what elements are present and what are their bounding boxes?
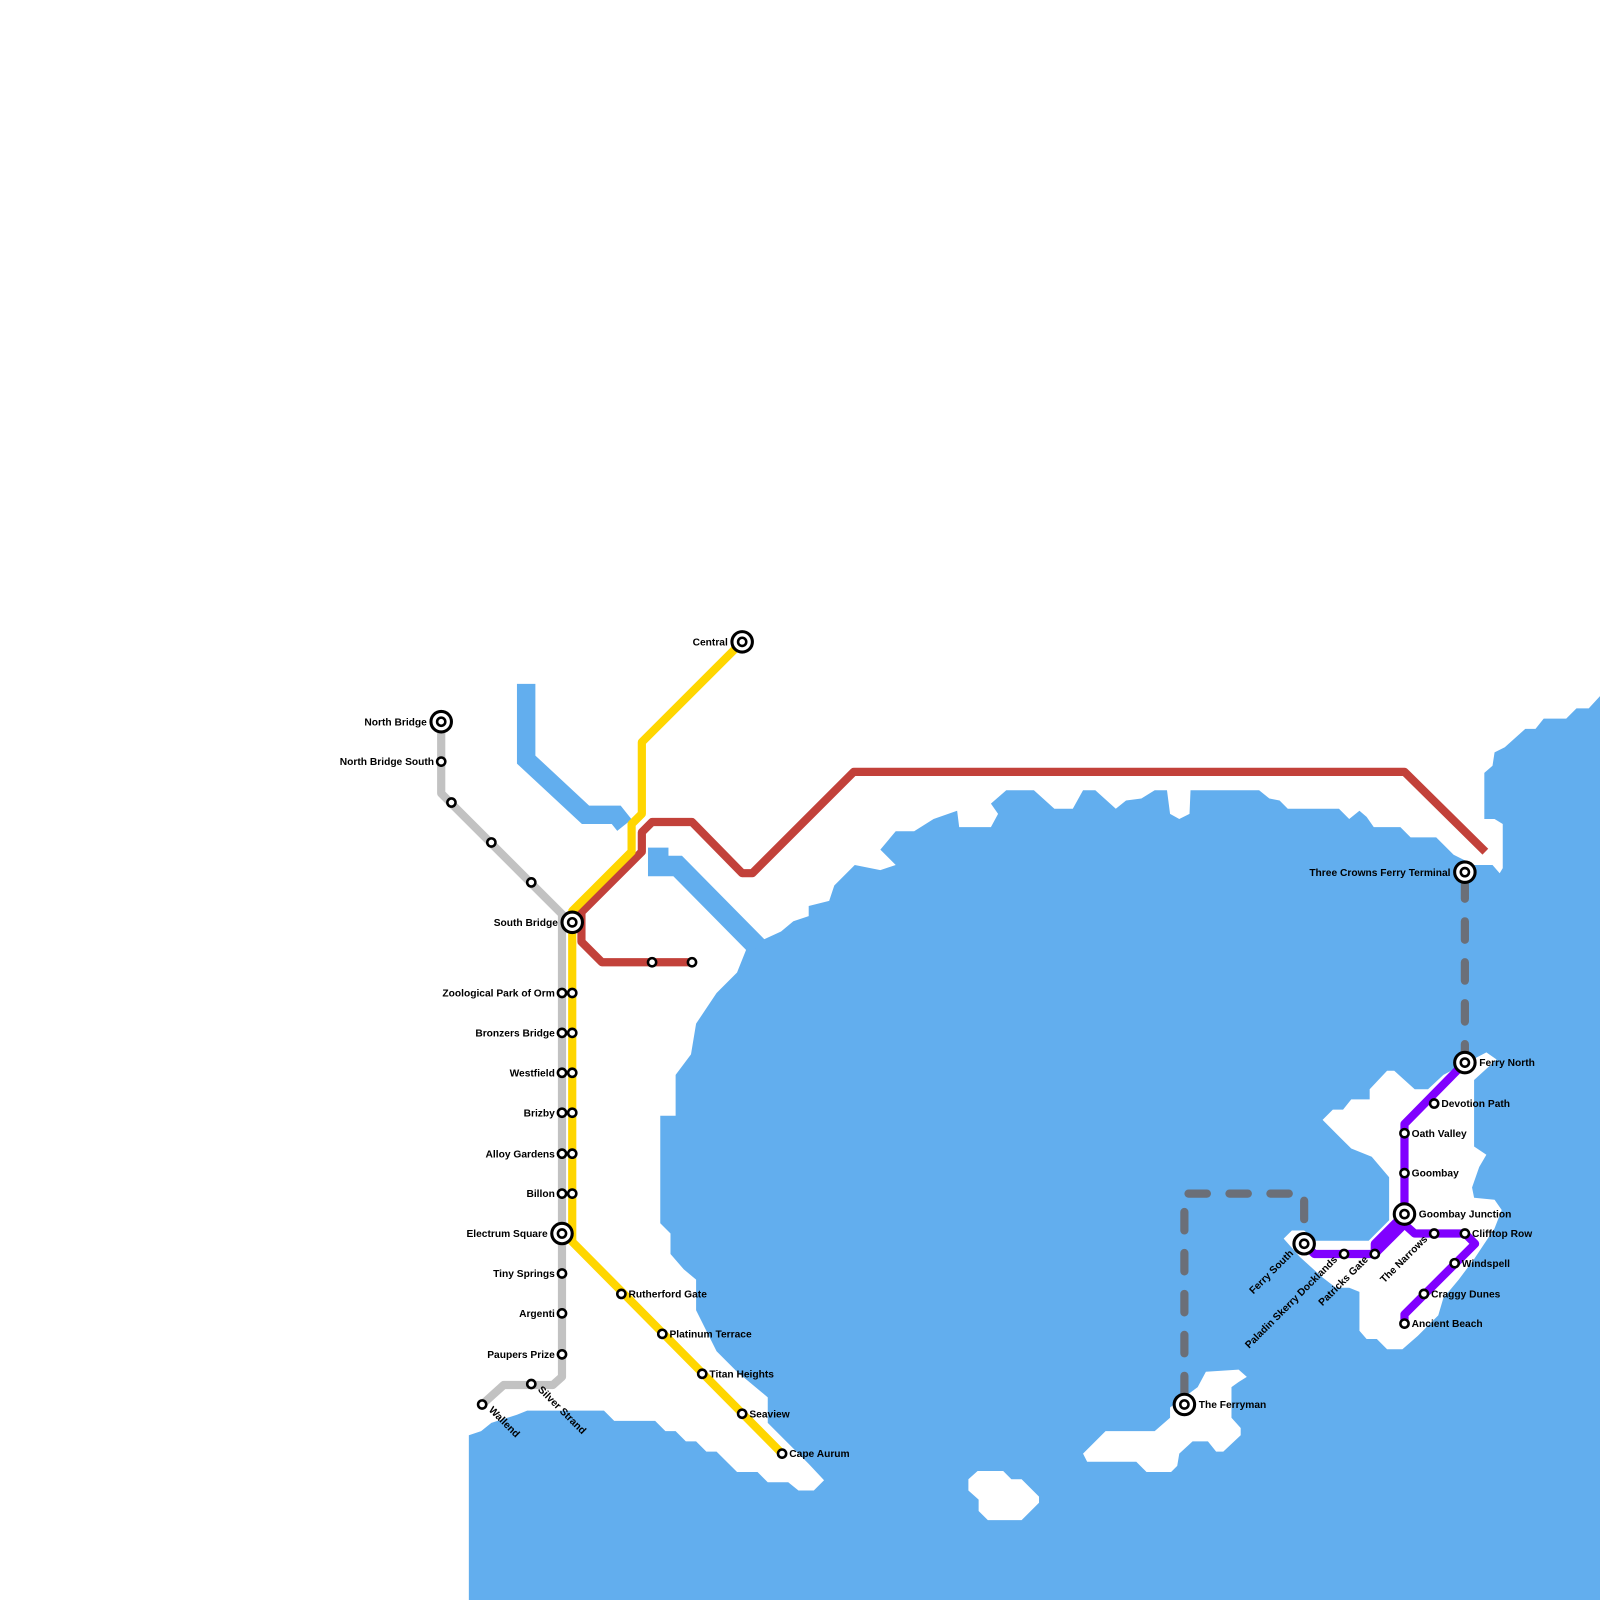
the-narrows-station-icon[interactable] — [1428, 1228, 1440, 1239]
station-label-zoological-park[interactable]: Zoological Park of Orm — [442, 989, 554, 1000]
platinum-terrace-station-icon[interactable] — [656, 1328, 668, 1340]
westfield-station-icon[interactable] — [556, 1067, 568, 1079]
stations-layer — [429, 630, 1477, 1459]
station-label-cape-aurum[interactable]: Cape Aurum — [789, 1449, 849, 1460]
station-label-goombay[interactable]: Goombay — [1412, 1169, 1459, 1180]
station-label-goombay-junction[interactable]: Goombay Junction — [1419, 1210, 1512, 1221]
ferry-north-interchange-core — [1459, 1057, 1471, 1068]
zoological-park-gold-station-icon[interactable] — [566, 987, 578, 999]
station-label-the-ferryman[interactable]: The Ferryman — [1199, 1400, 1267, 1411]
paupers-prize-station-icon[interactable] — [556, 1348, 568, 1360]
station-label-clifftop-row[interactable]: Clifftop Row — [1472, 1229, 1532, 1240]
station-label-craggy-dunes[interactable]: Craggy Dunes — [1431, 1290, 1501, 1301]
brizby-gold-station-icon[interactable] — [566, 1107, 578, 1119]
station-label-electrum-square[interactable]: Electrum Square — [466, 1229, 548, 1240]
goombay-junction-interchange-core — [1399, 1208, 1410, 1220]
three-crowns-interchange-core — [1459, 866, 1471, 878]
station-2-station-icon[interactable] — [446, 797, 457, 808]
lines-layer — [437, 638, 1489, 1457]
station-label-bronzers-bridge[interactable]: Bronzers Bridge — [475, 1028, 555, 1039]
station-label-north-bridge-south[interactable]: North Bridge South — [340, 757, 434, 768]
inlet — [647, 847, 765, 955]
station-label-titan-heights[interactable]: Titan Heights — [709, 1369, 774, 1380]
station-label-alloy-gardens[interactable]: Alloy Gardens — [486, 1149, 556, 1160]
purple-line-west — [1371, 1221, 1408, 1257]
station-label-seaview[interactable]: Seaview — [749, 1409, 789, 1420]
bronzers-bridge-station-icon[interactable] — [556, 1027, 568, 1039]
westfield-gold-station-icon[interactable] — [566, 1067, 578, 1079]
station-label-argenti[interactable]: Argenti — [519, 1309, 555, 1320]
billon-station-icon[interactable] — [556, 1188, 568, 1199]
bronzers-bridge-gold-station-icon[interactable] — [566, 1027, 578, 1039]
station-label-brizby[interactable]: Brizby — [524, 1108, 556, 1119]
alloy-gardens-gold-station-icon[interactable] — [566, 1148, 578, 1160]
island-ferryman — [1083, 1369, 1247, 1473]
station-label-ancient-beach[interactable]: Ancient Beach — [1412, 1319, 1483, 1330]
brizby-station-icon[interactable] — [556, 1107, 568, 1119]
paladin-skerry-station-icon[interactable] — [1338, 1248, 1350, 1260]
silver-line — [437, 721, 567, 1408]
titan-heights-station-icon[interactable] — [696, 1368, 708, 1380]
water-layer — [468, 683, 1600, 1600]
station-label-devotion-path[interactable]: Devotion Path — [1441, 1099, 1510, 1110]
station-label-westfield[interactable]: Westfield — [510, 1068, 555, 1079]
devotion-path-station-icon[interactable] — [1428, 1098, 1440, 1109]
the-ferryman-interchange-core — [1179, 1399, 1190, 1410]
central-interchange-core — [736, 636, 748, 648]
station-4-station-icon[interactable] — [525, 877, 537, 888]
lake-north — [516, 683, 632, 831]
ferry-line-south — [1180, 1189, 1309, 1399]
station-label-ferry-north[interactable]: Ferry North — [1479, 1058, 1535, 1069]
zoological-park-station-icon[interactable] — [556, 987, 568, 999]
gold-line — [568, 638, 785, 1457]
clifftop-row-station-icon[interactable] — [1459, 1228, 1471, 1239]
billon-gold-station-icon[interactable] — [566, 1188, 578, 1199]
ancient-beach-station-icon[interactable] — [1399, 1318, 1410, 1329]
seaview-station-icon[interactable] — [736, 1408, 748, 1420]
windspell-station-icon[interactable] — [1449, 1257, 1461, 1269]
alloy-gardens-station-icon[interactable] — [556, 1148, 568, 1160]
station-label-paupers-prize[interactable]: Paupers Prize — [487, 1350, 555, 1361]
station-label-oath-valley[interactable]: Oath Valley — [1412, 1129, 1467, 1140]
goombay-station-icon[interactable] — [1399, 1167, 1410, 1179]
station-label-three-crowns[interactable]: Three Crowns Ferry Terminal — [1309, 868, 1450, 879]
tiny-springs-station-icon[interactable] — [556, 1268, 568, 1279]
sea — [468, 696, 1600, 1600]
north-bridge-south-station-icon[interactable] — [435, 756, 447, 767]
island-small — [968, 1471, 1040, 1521]
electrum-square-interchange-core — [556, 1228, 568, 1239]
station-label-south-bridge[interactable]: South Bridge — [494, 918, 558, 929]
south-bridge-interchange-core — [566, 916, 578, 928]
red-line — [577, 767, 1489, 967]
station-label-tiny-springs[interactable]: Tiny Springs — [493, 1269, 555, 1280]
station-label-platinum-terrace[interactable]: Platinum Terrace — [669, 1329, 751, 1340]
station-3-station-icon[interactable] — [485, 837, 497, 848]
station-label-rutherford-gate[interactable]: Rutherford Gate — [629, 1290, 708, 1301]
ferry-south-interchange-core — [1298, 1238, 1310, 1250]
station-label-central[interactable]: Central — [693, 637, 728, 648]
station-label-north-bridge[interactable]: North Bridge — [364, 717, 427, 728]
station-label-windspell[interactable]: Windspell — [1462, 1259, 1510, 1270]
purple-line — [1301, 1059, 1468, 1259]
station-24-station-icon[interactable] — [646, 956, 658, 968]
rutherford-gate-station-icon[interactable] — [615, 1288, 627, 1300]
silver-strand-station-icon[interactable] — [525, 1378, 537, 1390]
north-bridge-interchange-core — [435, 716, 447, 728]
station-25-station-icon[interactable] — [686, 956, 698, 968]
argenti-station-icon[interactable] — [556, 1307, 568, 1319]
oath-valley-station-icon[interactable] — [1399, 1127, 1410, 1139]
wallend-station-icon[interactable] — [476, 1399, 488, 1410]
cape-aurum-station-icon[interactable] — [776, 1448, 788, 1459]
craggy-dunes-station-icon[interactable] — [1418, 1288, 1430, 1300]
purple-line-branch — [1400, 1221, 1480, 1325]
patricks-gate-station-icon[interactable] — [1369, 1248, 1381, 1260]
station-label-billon[interactable]: Billon — [526, 1189, 554, 1200]
